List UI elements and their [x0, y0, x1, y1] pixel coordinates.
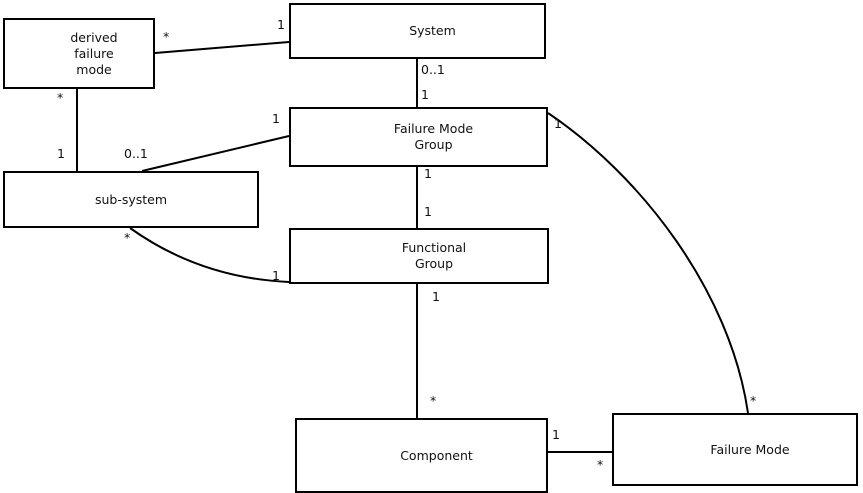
multiplicity-functional-group-bottom: 1: [432, 289, 440, 304]
multiplicity-failure-mode-left: *: [597, 457, 604, 472]
multiplicity-functional-group-top: 1: [424, 204, 432, 219]
class-label-derived-failure-mode: derived failure mode: [70, 29, 118, 77]
connector-failure-mode-group-to-failure-mode: [547, 112, 749, 414]
class-box-functional-group[interactable]: Functional Group: [289, 228, 549, 284]
multiplicity-failure-mode-top: *: [750, 393, 757, 408]
multiplicity-sub-system-top-left: 1: [57, 146, 65, 161]
class-box-derived-failure-mode[interactable]: derived failure mode: [3, 18, 155, 89]
connector-sub-system-to-failure-mode-group: [141, 135, 290, 172]
multiplicity-system-bottom: 0..1: [421, 62, 445, 77]
multiplicity-functional-group-left: 1: [272, 268, 280, 283]
multiplicity-failure-mode-group-top: 1: [421, 87, 429, 102]
multiplicity-failure-mode-group-left: 1: [272, 111, 280, 126]
class-label-system: System: [409, 23, 456, 38]
multiplicity-derived-fm-right: *: [163, 29, 170, 44]
class-box-failure-mode-group[interactable]: Failure Mode Group: [289, 107, 548, 167]
class-label-functional-group: Functional Group: [401, 240, 467, 271]
class-label-failure-mode: Failure Mode: [710, 441, 790, 457]
connector-derived-fm-to-system: [154, 41, 290, 54]
multiplicity-failure-mode-group-right: 1: [554, 116, 562, 131]
multiplicity-component-top: *: [430, 393, 437, 408]
class-box-failure-mode[interactable]: Failure Mode: [612, 413, 858, 486]
multiplicity-derived-fm-bottom: *: [57, 90, 64, 105]
class-label-sub-system: sub-system: [94, 191, 168, 207]
class-label-component: Component: [400, 447, 473, 463]
class-box-component[interactable]: Component: [295, 418, 548, 493]
multiplicity-system-left: 1: [277, 17, 285, 32]
class-label-failure-mode-group: Failure Mode Group: [393, 121, 474, 152]
multiplicity-sub-system-top-right: 0..1: [124, 146, 148, 161]
connector-sub-system-to-functional-group: [129, 227, 290, 283]
multiplicity-component-right: 1: [552, 427, 560, 442]
multiplicity-sub-system-bottom: *: [124, 230, 131, 245]
class-box-sub-system[interactable]: sub-system: [3, 171, 259, 228]
class-box-system[interactable]: System: [289, 3, 546, 59]
multiplicity-failure-mode-group-bottom: 1: [424, 166, 432, 181]
